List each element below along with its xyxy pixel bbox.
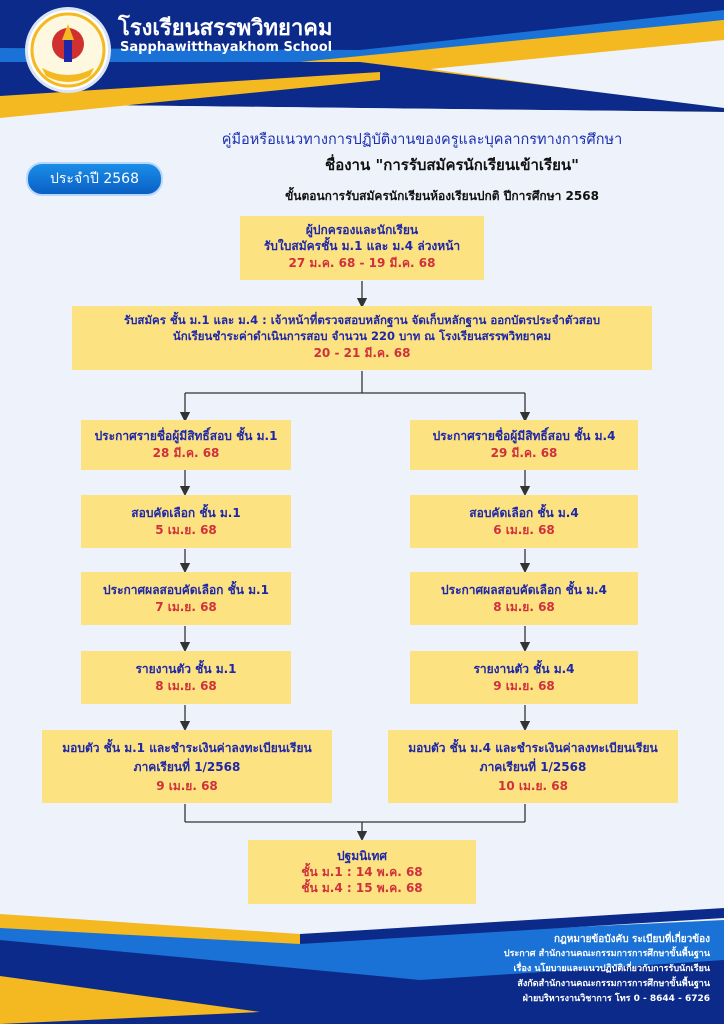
step2-date: 20 - 21 มี.ค. 68: [313, 346, 411, 360]
m4-step2-label: สอบคัดเลือก ชั้น ม.4: [469, 506, 579, 520]
refs-title: กฎหมายข้อบังคับ ระเบียบที่เกี่ยวข้อง: [554, 934, 710, 945]
m1-exam-box: สอบคัดเลือก ชั้น ม.1 5 เม.ย. 68: [81, 495, 291, 548]
school-name-english: Sapphawitthayakhom School: [120, 40, 333, 55]
m1-exam-result-box: ประกาศผลสอบคัดเลือก ชั้น ม.1 7 เม.ย. 68: [81, 572, 291, 625]
footer-background: [0, 908, 724, 1024]
m4-report-box: รายงานตัว ชั้น ม.4 9 เม.ย. 68: [410, 651, 638, 704]
m1-enrollment-box: มอบตัว ชั้น ม.1 และชำระเงินค่าลงทะเบียนเ…: [42, 730, 332, 803]
m1-report-box: รายงานตัว ชั้น ม.1 8 เม.ย. 68: [81, 651, 291, 704]
header-background: [0, 0, 724, 135]
m1-step4-label: รายงานตัว ชั้น ม.1: [135, 662, 237, 676]
ref-line-3: สังกัดสำนักงานคณะกรรมการการศึกษาขั้นพื้น…: [517, 979, 710, 989]
school-name-thai: โรงเรียนสรรพวิทยาคม: [118, 16, 333, 41]
m4-step3-label: ประกาศผลสอบคัดเลือก ชั้น ม.4: [441, 583, 607, 597]
ref-line-1: ประกาศ สำนักงานคณะกรรมการการศึกษาขั้นพื้…: [503, 949, 710, 959]
m4-step5-label2: ภาคเรียนที่ 1/2568: [479, 760, 587, 774]
m4-step5-date: 10 เม.ย. 68: [498, 779, 568, 793]
m1-step2-label: สอบคัดเลือก ชั้น ม.1: [131, 506, 241, 520]
contact-line: ฝ่ายบริหารงานวิชาการ โทร 0 - 8644 - 6726: [522, 994, 710, 1004]
orientation-box: ปฐมนิเทศ ชั้น ม.1 : 14 พ.ค. 68 ชั้น ม.4 …: [248, 840, 476, 904]
m1-step5-date: 9 เม.ย. 68: [156, 779, 218, 793]
m1-candidate-list-box: ประกาศรายชื่อผู้มีสิทธิ์สอบ ชั้น ม.1 28 …: [81, 420, 291, 470]
m4-step5-label: มอบตัว ชั้น ม.4 และชำระเงินค่าลงทะเบียนเ…: [408, 741, 658, 755]
m4-step4-date: 9 เม.ย. 68: [493, 679, 555, 693]
project-title: ชื่องาน "การรับสมัครนักเรียนเข้าเรียน": [325, 156, 579, 174]
step1-line1: ผู้ปกครองและนักเรียน: [305, 223, 419, 237]
step1-date: 27 ม.ค. 68 - 19 มี.ค. 68: [288, 256, 436, 270]
m1-step1-label: ประกาศรายชื่อผู้มีสิทธิ์สอบ ชั้น ม.1: [94, 429, 278, 443]
m1-step3-label: ประกาศผลสอบคัดเลือก ชั้น ม.1: [103, 583, 269, 597]
m1-step5-label: มอบตัว ชั้น ม.1 และชำระเงินค่าลงทะเบียนเ…: [62, 741, 312, 755]
m1-step2-date: 5 เม.ย. 68: [155, 523, 217, 537]
m4-exam-result-box: ประกาศผลสอบคัดเลือก ชั้น ม.4 8 เม.ย. 68: [410, 572, 638, 625]
footer-references: กฎหมายข้อบังคับ ระเบียบที่เกี่ยวข้อง ประ…: [504, 932, 710, 1007]
m1-step4-date: 8 เม.ย. 68: [155, 679, 217, 693]
step-box-registration: รับสมัคร ชั้น ม.1 และ ม.4 : เจ้าหน้าที่ต…: [72, 306, 652, 370]
m1-step1-date: 28 มี.ค. 68: [152, 446, 220, 460]
ref-line-2: เรื่อง นโยบายและแนวปฏิบัติเกี่ยวกับการรั…: [513, 964, 710, 974]
m4-step4-label: รายงานตัว ชั้น ม.4: [473, 662, 575, 676]
m4-step1-label: ประกาศรายชื่อผู้มีสิทธิ์สอบ ชั้น ม.4: [432, 429, 616, 443]
orientation-m1: ชั้น ม.1 : 14 พ.ค. 68: [301, 865, 423, 879]
m4-enrollment-box: มอบตัว ชั้น ม.4 และชำระเงินค่าลงทะเบียนเ…: [388, 730, 678, 803]
school-emblem-icon: [30, 12, 106, 88]
orientation-title: ปฐมนิเทศ: [337, 849, 387, 863]
m4-step2-date: 6 เม.ย. 68: [493, 523, 555, 537]
m4-step1-date: 29 มี.ค. 68: [490, 446, 558, 460]
m1-step5-label2: ภาคเรียนที่ 1/2568: [133, 760, 241, 774]
school-logo: [28, 10, 108, 90]
step-box-application-form: ผู้ปกครองและนักเรียน รับใบสมัครชั้น ม.1 …: [240, 216, 484, 280]
orientation-m4: ชั้น ม.4 : 15 พ.ค. 68: [301, 881, 423, 895]
m4-candidate-list-box: ประกาศรายชื่อผู้มีสิทธิ์สอบ ชั้น ม.4 29 …: [410, 420, 638, 470]
step1-line2: รับใบสมัครชั้น ม.1 และ ม.4 ล่วงหน้า: [263, 239, 461, 253]
manual-title: คู่มือหรือแนวทางการปฏิบัติงานของครูและบุ…: [221, 132, 623, 148]
steps-title: ขั้นตอนการรับสมัครนักเรียนห้องเรียนปกติ …: [285, 189, 599, 203]
m4-step3-date: 8 เม.ย. 68: [493, 600, 555, 614]
step2-line2: นักเรียนชำระค่าดำเนินการสอบ จำนวน 220 บา…: [172, 329, 552, 343]
m4-exam-box: สอบคัดเลือก ชั้น ม.4 6 เม.ย. 68: [410, 495, 638, 548]
year-badge: ประจำปี 2568: [26, 162, 163, 196]
m1-step3-date: 7 เม.ย. 68: [155, 600, 217, 614]
step2-line1: รับสมัคร ชั้น ม.1 และ ม.4 : เจ้าหน้าที่ต…: [123, 313, 601, 327]
